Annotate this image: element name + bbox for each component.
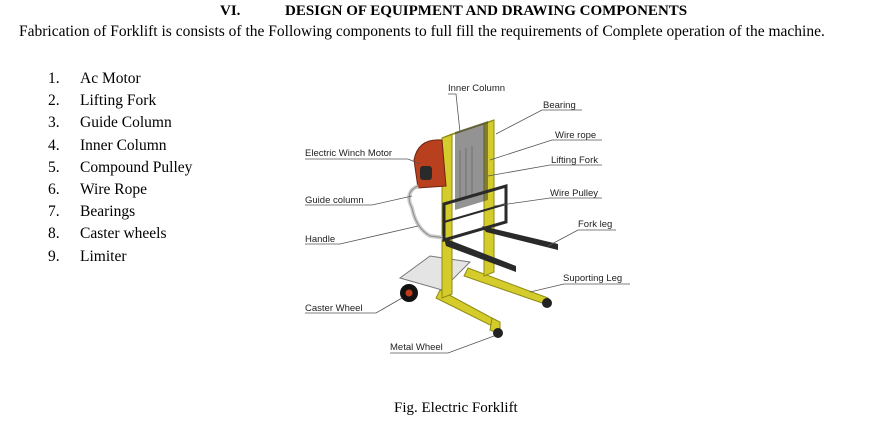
label-bearing: Bearing (543, 100, 576, 111)
label-wire-rope: Wire rope (555, 130, 596, 141)
component-list: 1.Ac Motor 2.Lifting Fork 3.Guide Column… (48, 68, 192, 268)
list-item: 1.Ac Motor (48, 70, 141, 87)
label-wire-pulley: Wire Pulley (550, 188, 598, 199)
list-item: 9.Limiter (48, 247, 127, 265)
intro-paragraph: Fabrication of Forklift is consists of t… (19, 23, 825, 40)
list-item: 2.Lifting Fork (48, 92, 157, 110)
list-item: 7.Bearings (48, 203, 136, 221)
list-item: 4.Inner Column (48, 136, 167, 154)
label-metal-wheel: Metal Wheel (390, 342, 443, 353)
section-heading: VI. DESIGN OF EQUIPMENT AND DRAWING COMP… (0, 3, 892, 23)
label-caster-wheel: Caster Wheel (305, 303, 363, 314)
list-item: 8.Caster wheels (48, 225, 167, 243)
label-fork-leg: Fork leg (578, 219, 612, 230)
list-item: 6.Wire Rope (48, 180, 147, 198)
label-electric-winch-motor: Electric Winch Motor (305, 148, 392, 159)
label-suporting-leg: Suporting Leg (563, 273, 622, 284)
forklift-illustration (398, 119, 558, 338)
leader-lines (305, 93, 630, 354)
label-handle: Handle (305, 234, 335, 245)
section-title: DESIGN OF EQUIPMENT AND DRAWING COMPONEN… (285, 3, 688, 19)
section-number: VI. (220, 3, 241, 19)
label-guide-column: Guide column (305, 195, 364, 206)
label-lifting-fork: Lifting Fork (551, 155, 598, 166)
list-item: 3.Guide Column (48, 114, 172, 132)
list-item: 5.Compound Pulley (48, 158, 193, 176)
figure-caption: Fig. Electric Forklift (394, 400, 518, 416)
label-inner-column: Inner Column (448, 83, 505, 94)
